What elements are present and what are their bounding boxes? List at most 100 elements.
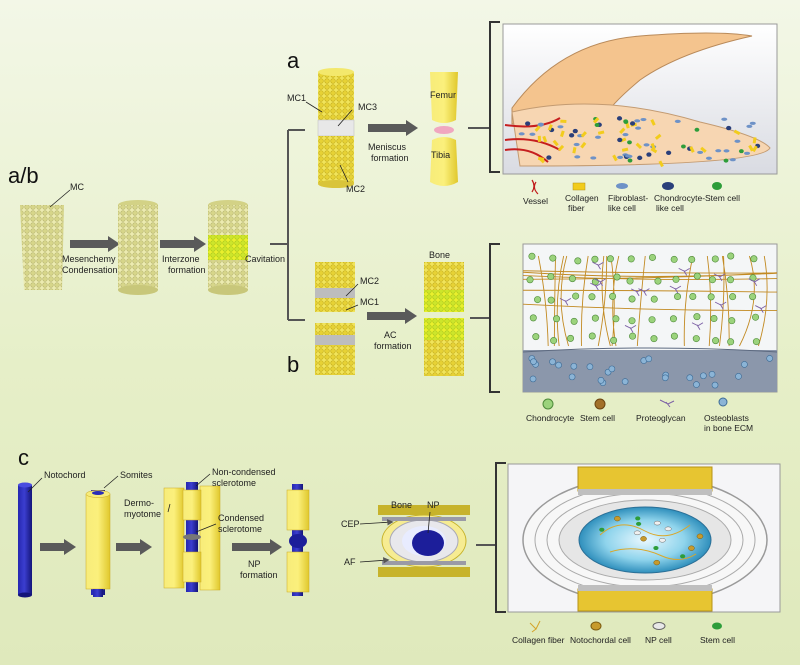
chondrocyte bbox=[728, 317, 736, 325]
stem-cell bbox=[738, 149, 744, 154]
bracket-b bbox=[489, 243, 500, 393]
label-notochord: Notochord bbox=[44, 470, 86, 480]
interzone-column bbox=[208, 200, 248, 295]
cartilage-cells bbox=[526, 252, 773, 389]
osteoblast bbox=[700, 372, 707, 380]
fibroblast-cell bbox=[635, 126, 642, 130]
chondrocyte bbox=[588, 293, 596, 301]
chondrocyte bbox=[591, 314, 599, 322]
osteoblast bbox=[735, 373, 742, 380]
label-noncondensed-1: Non-condensed bbox=[212, 467, 276, 477]
label-np-formation-1: NP bbox=[248, 559, 261, 569]
label-interzone-2: formation bbox=[168, 265, 206, 275]
chondrocyte bbox=[710, 315, 718, 323]
notochordal-cell bbox=[696, 533, 704, 539]
panel-label-ab: a/b bbox=[8, 163, 39, 188]
chondrocyte-cell bbox=[666, 150, 672, 155]
osteoblast bbox=[597, 377, 605, 384]
chondrocyte-cell bbox=[569, 133, 575, 138]
chondrocyte bbox=[627, 255, 635, 263]
chondrocyte bbox=[650, 295, 658, 303]
label-af: AF bbox=[344, 557, 356, 567]
panel-label-c: c bbox=[18, 445, 29, 470]
legend-stemcell-c: Stem cell bbox=[700, 635, 735, 645]
proteoglycan bbox=[594, 278, 606, 287]
osteoblast bbox=[662, 374, 669, 382]
collagen-fiber bbox=[538, 157, 545, 164]
label-dermomyotome-2: myotome bbox=[124, 509, 161, 519]
fibroblast-cell bbox=[557, 125, 564, 129]
legend-collagen-2: fiber bbox=[568, 203, 585, 213]
notochordal-cell bbox=[614, 515, 621, 522]
collagen-fiber bbox=[593, 117, 600, 124]
arrow-meniscus bbox=[368, 124, 408, 132]
fibroblast-cell bbox=[721, 117, 728, 121]
stem-cell bbox=[594, 123, 600, 128]
chondrocyte bbox=[670, 332, 678, 340]
fibroblast-cell bbox=[622, 132, 629, 137]
proteoglycan bbox=[559, 297, 572, 306]
label-tibia: Tibia bbox=[431, 150, 450, 160]
legend-npcell: NP cell bbox=[645, 635, 672, 645]
chondrocyte bbox=[712, 337, 720, 345]
stem-cell bbox=[653, 546, 659, 551]
fibroblast-cell bbox=[529, 132, 536, 136]
chondrocyte bbox=[549, 254, 557, 262]
osteoblast bbox=[530, 358, 537, 365]
fibroblast-cell bbox=[674, 119, 681, 123]
label-ac-2: formation bbox=[374, 341, 412, 351]
chondrocyte bbox=[568, 275, 576, 283]
label-condensed-1: Condensed bbox=[218, 513, 264, 523]
label-cep: CEP bbox=[341, 519, 360, 529]
fibroblast-cell bbox=[723, 149, 730, 153]
osteoblast bbox=[645, 355, 653, 363]
chondrocyte bbox=[534, 296, 542, 304]
chondrocyte bbox=[588, 332, 596, 340]
fibroblast-cell bbox=[729, 158, 736, 162]
collagen-fiber bbox=[733, 129, 741, 136]
chondrocyte bbox=[529, 314, 537, 322]
collagen-fiber bbox=[557, 144, 565, 152]
condensed-mesenchyme-column bbox=[118, 200, 158, 295]
label-somites: Somites bbox=[120, 470, 153, 480]
fibroblast-cell bbox=[634, 119, 641, 123]
proteoglycan bbox=[590, 282, 602, 291]
collagen-fiber bbox=[580, 141, 587, 149]
chondrocyte-cell bbox=[629, 121, 636, 126]
stem-cell bbox=[599, 527, 605, 532]
disc-tissue-panel bbox=[507, 463, 781, 613]
panel-label-a: a bbox=[287, 48, 300, 73]
chondrocyte bbox=[609, 292, 617, 300]
collagen-fiber bbox=[537, 135, 542, 142]
label-bone-c: Bone bbox=[391, 500, 412, 510]
fibroblast-cell bbox=[573, 142, 580, 147]
osteoblast bbox=[741, 361, 748, 368]
osteoblast bbox=[570, 362, 578, 370]
label-dermomyotome-1: Dermo- bbox=[124, 498, 154, 508]
np-cell bbox=[664, 526, 672, 532]
chondrocyte bbox=[752, 313, 760, 321]
fibroblast-cell bbox=[590, 156, 597, 160]
chondrocyte bbox=[626, 277, 634, 285]
chondrocyte bbox=[648, 316, 656, 324]
collagen-fiber bbox=[650, 147, 658, 154]
legend-chondrocyte: Chondrocyte bbox=[526, 413, 574, 423]
chondrocyte-cell bbox=[617, 137, 623, 143]
stem-cell bbox=[627, 140, 632, 145]
osteoblast bbox=[586, 363, 594, 371]
collagen-fiber bbox=[552, 139, 559, 147]
chondrocyte bbox=[727, 252, 735, 260]
legend-notochordal: Notochordal cell bbox=[570, 635, 631, 645]
chondrocyte bbox=[708, 276, 716, 284]
notochordal-cell bbox=[640, 536, 647, 542]
osteoblast bbox=[549, 358, 556, 366]
chondrocyte bbox=[572, 292, 580, 300]
legend-osteoblasts-2: in bone ECM bbox=[704, 423, 753, 433]
label-ac-1: AC bbox=[384, 330, 397, 340]
label-mc1-a: MC1 bbox=[287, 93, 306, 103]
proteoglycan bbox=[678, 268, 690, 276]
collagen-fiber bbox=[658, 160, 664, 168]
collagen-fiber bbox=[635, 142, 643, 149]
meniscus-tissue-panel bbox=[502, 23, 778, 175]
